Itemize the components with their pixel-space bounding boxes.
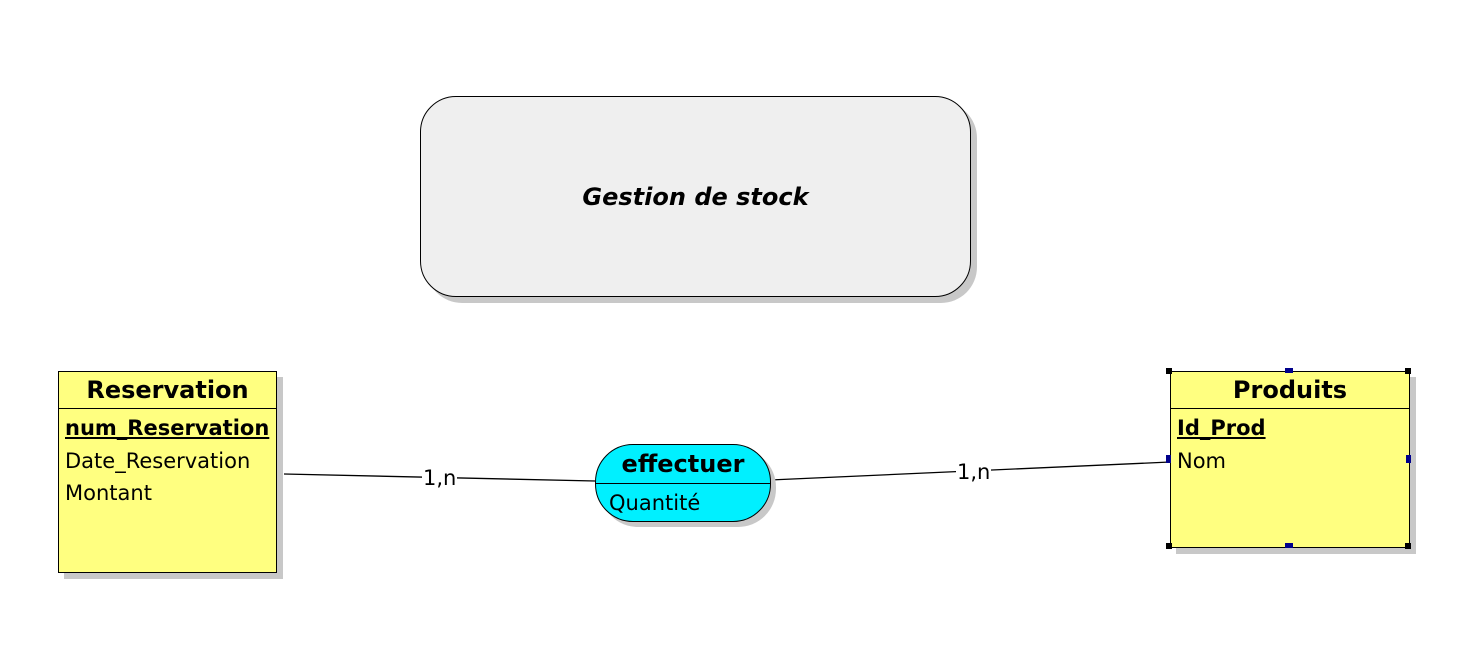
entity-produits[interactable]: Produits Id_Prod Nom [1170,371,1410,548]
entity-reservation-name: Reservation [59,372,276,409]
resize-handle-right[interactable] [1406,455,1411,463]
resize-handle-top-right[interactable] [1405,368,1411,374]
association-attribute: Quantité [609,491,701,515]
cardinality-right[interactable]: 1,n [956,460,992,484]
resize-handle-bottom-left[interactable] [1166,543,1172,549]
diagram-title: Gestion de stock [582,182,809,211]
association-effectuer[interactable]: effectuer Quantité [595,444,771,522]
attribute-key: Id_Prod [1177,416,1266,440]
diagram-title-box[interactable]: Gestion de stock [420,96,971,297]
attribute: Date_Reservation [65,448,251,473]
attribute: Montant [65,481,152,505]
resize-handle-top[interactable] [1285,368,1293,373]
resize-handle-bottom-right[interactable] [1405,543,1411,549]
entity-produits-name: Produits [1171,372,1409,409]
association-name: effectuer [596,445,770,484]
resize-handle-left[interactable] [1166,455,1171,463]
entity-produits-attributes: Id_Prod Nom [1171,409,1409,477]
resize-handle-top-left[interactable] [1166,368,1172,374]
cardinality-left[interactable]: 1,n [422,466,458,490]
attribute-key: num_Reservation [65,416,270,440]
attribute: Nom [1177,448,1227,473]
entity-reservation-attributes: num_Reservation Date_Reservation Montant [59,409,276,510]
entity-reservation[interactable]: Reservation num_Reservation Date_Reserva… [58,371,277,573]
resize-handle-bottom[interactable] [1285,543,1293,548]
